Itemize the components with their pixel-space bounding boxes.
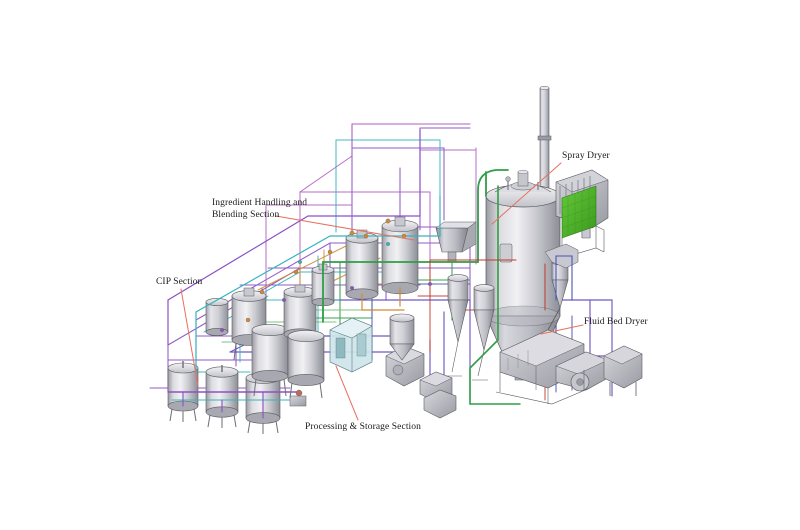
leader-spray-dryer — [491, 162, 562, 225]
label-fluid-bed-dryer: Fluid Bed Dryer — [584, 317, 648, 327]
cyclone-1 — [447, 274, 469, 343]
leader-cip-section — [180, 288, 199, 387]
equipment-processing-storage — [205, 284, 457, 419]
cip-tank-2 — [205, 365, 239, 428]
leader-ingredient-handling — [275, 215, 415, 241]
pump-unit — [423, 389, 457, 419]
packing-unit — [603, 345, 643, 396]
callout-leader-lines — [180, 162, 584, 421]
label-ingredient-handling: Ingredient Handling and Blending Section — [212, 198, 308, 220]
label-processing-storage: Processing & Storage Section — [305, 422, 421, 432]
leader-processing-storage — [335, 365, 359, 421]
ingredient-hopper — [435, 221, 477, 263]
label-spray-dryer: Spray Dryer — [562, 151, 610, 161]
equipment-spray-dryer — [446, 85, 609, 381]
homogenizer — [385, 345, 425, 387]
exhaust-stack — [537, 85, 552, 189]
storage-tank-3 — [283, 284, 317, 340]
intake-filter — [561, 185, 597, 239]
leader-fluid-bed-dryer — [540, 324, 584, 335]
process-skid — [329, 317, 373, 373]
discharge-conveyor — [555, 351, 609, 391]
fines-return-blower — [570, 372, 590, 392]
equipment-fluid-bed-dryer — [495, 329, 643, 405]
silo-1 — [345, 229, 379, 300]
cyclone-2 — [473, 284, 495, 351]
storage-tank-5 — [205, 298, 229, 336]
silo-2 — [381, 216, 419, 295]
process-piping — [167, 123, 573, 405]
storage-tank-4 — [287, 330, 325, 399]
label-cip-section: CIP Section — [156, 277, 203, 287]
balance-tank — [389, 313, 415, 361]
storage-tank-1 — [231, 287, 267, 361]
